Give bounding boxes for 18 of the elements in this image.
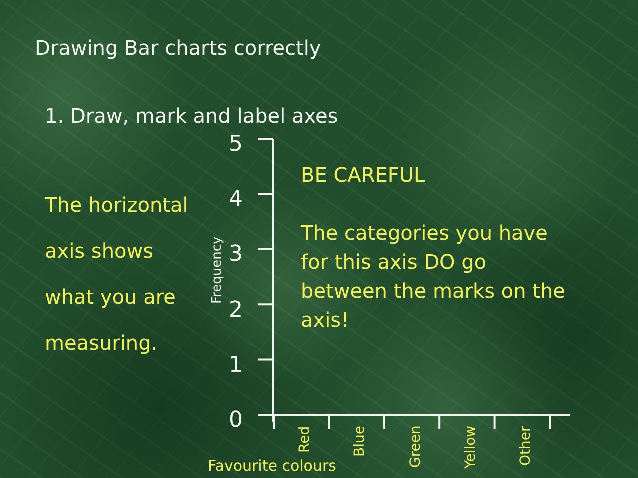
tick-label: 3 <box>229 242 243 268</box>
instruction-text: 1. Draw, mark and label axes <box>45 103 338 130</box>
slide-title: Drawing Bar charts correctly <box>35 35 322 62</box>
tick-label: 2 <box>229 298 243 324</box>
warning-heading: BE CAREFUL <box>301 162 426 188</box>
category-label: Other <box>518 426 535 466</box>
tick-label: 5 <box>229 132 243 158</box>
category-label: Green <box>408 426 424 468</box>
category-label: Red <box>297 426 314 453</box>
axis-title: Favourite colours <box>208 457 336 475</box>
tick-label: 0 <box>229 408 243 434</box>
axis-title: Frequency <box>210 236 226 304</box>
note-text: The horizontal axis shows what you are measuring. <box>45 192 190 357</box>
warning-text: The categories you have for this axis DO go between the marks on the axis! <box>301 220 566 334</box>
category-label: Blue <box>352 426 370 457</box>
category-label: Yellow <box>462 426 480 469</box>
tick-label: 1 <box>229 352 243 379</box>
tick-label: 4 <box>229 187 243 214</box>
